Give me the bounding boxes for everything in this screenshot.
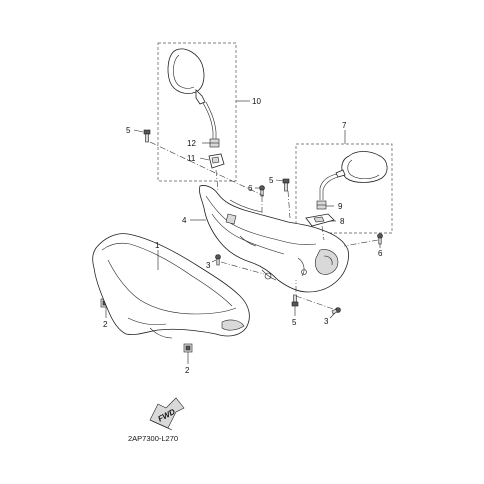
leader-3a [211, 259, 217, 263]
callout-11: 11 [187, 154, 196, 163]
handlebar-cover-front [92, 233, 250, 339]
leader-5b [275, 179, 284, 182]
bolt-5-top-right [282, 178, 290, 192]
callout-9: 9 [338, 202, 343, 211]
callout-5-b: 5 [269, 176, 274, 185]
leader-5a [133, 129, 144, 133]
callout-2-a: 2 [103, 320, 108, 329]
callout-3-a: 3 [206, 261, 211, 270]
leader-11 [199, 157, 210, 161]
callout-3-b: 3 [324, 317, 329, 326]
bolt-5-top-left [143, 129, 151, 143]
guide-line-8 [343, 239, 379, 247]
guide-line-5 [321, 225, 325, 241]
screw-3-right [331, 307, 341, 315]
right-mirror [319, 151, 388, 200]
callout-7: 7 [342, 121, 347, 130]
callout-6-b: 6 [378, 249, 383, 258]
mirror-cover-11 [208, 153, 225, 169]
guide-line-2 [215, 169, 219, 191]
mirror-nut-12 [209, 138, 220, 148]
screw-3-left [215, 254, 221, 266]
callout-5-c: 5 [292, 318, 297, 327]
group-box-left-mirror [157, 42, 237, 182]
callout-12: 12 [187, 139, 196, 148]
fwd-arrow: FWD [149, 397, 185, 431]
group-box-right-mirror [295, 143, 393, 234]
diagram-code: 2AP7300-L270 [128, 434, 178, 443]
callout-6-a: 6 [248, 184, 253, 193]
callout-5-a: 5 [126, 126, 131, 135]
handlebar-cover-rear [199, 185, 349, 293]
callout-8: 8 [340, 217, 345, 226]
guide-line-1 [149, 141, 265, 197]
clip-nut-2-bottom [183, 343, 193, 353]
left-mirror [167, 48, 217, 144]
callout-10: 10 [252, 97, 261, 106]
guide-line-6 [220, 261, 265, 275]
callout-2-b: 2 [185, 366, 190, 375]
screw-6-left [259, 185, 265, 197]
leader-3b [329, 312, 336, 319]
mirror-cover-8 [305, 213, 335, 227]
mirror-nut-9 [316, 200, 327, 210]
screw-6-right [377, 233, 383, 245]
callout-1: 1 [155, 241, 160, 250]
guide-line-3 [287, 190, 291, 219]
callout-4: 4 [182, 216, 187, 225]
guide-line-7 [295, 295, 337, 311]
